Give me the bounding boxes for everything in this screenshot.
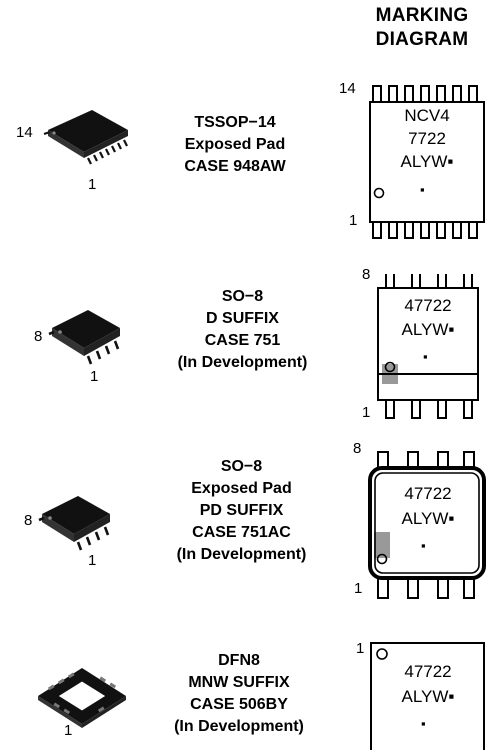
marking-text: 47722 ALYW▪ xyxy=(372,484,484,529)
marking-line: ALYW▪ xyxy=(400,152,454,171)
marking-dot: ▪ xyxy=(420,182,425,197)
package-line: PD SUFFIX xyxy=(199,502,284,519)
so8-exposed-pad-package-icon xyxy=(38,496,110,551)
marking-dot: ▪ xyxy=(421,716,426,731)
marking-dot: ▪ xyxy=(421,538,426,553)
marking-diagram-header: MARKING DIAGRAM xyxy=(355,4,489,52)
package-line: Exposed Pad xyxy=(184,136,286,153)
dfn8-package-icon xyxy=(38,668,126,728)
package-description: SO−8 D SUFFIX CASE 751 (In Development) xyxy=(150,286,335,374)
marking-line: NCV4 xyxy=(404,106,450,125)
marking-pin-label: 1 xyxy=(362,404,371,421)
dfn8-marking-outline xyxy=(370,642,485,750)
package-line: SO−8 xyxy=(221,288,264,305)
package-line: CASE 506BY xyxy=(190,696,288,713)
marking-pin-label: 1 xyxy=(354,580,363,597)
marking-line: 47722 xyxy=(404,662,452,681)
package-line: (In Development) xyxy=(176,546,307,563)
tssop14-marking-outline xyxy=(369,85,485,239)
package-line: (In Development) xyxy=(177,354,308,371)
marking-dot: ▪ xyxy=(423,349,428,364)
package-image-pin-label: 1 xyxy=(90,368,99,385)
marking-text: 47722 ALYW▪ xyxy=(372,662,484,707)
so8-package-icon xyxy=(48,310,120,365)
package-image-pin-label: 1 xyxy=(64,722,73,739)
package-image-pin-label: 14 xyxy=(16,124,33,141)
marking-line: 47722 xyxy=(404,296,452,315)
marking-line: 7722 xyxy=(408,129,446,148)
package-line: Exposed Pad xyxy=(191,480,292,497)
marking-pin-label: 1 xyxy=(349,212,358,229)
package-line: SO−8 xyxy=(220,458,263,475)
package-description: DFN8 MNW SUFFIX CASE 506BY (In Developme… xyxy=(144,650,334,738)
so8-marking-outline xyxy=(377,274,479,419)
header-line-2: DIAGRAM xyxy=(375,29,469,50)
marking-text: 47722 ALYW▪ xyxy=(378,296,478,340)
marking-pin-label: 1 xyxy=(356,640,365,657)
marking-pin-label: 8 xyxy=(362,266,371,283)
marking-text: NCV4 7722 ALYW▪ xyxy=(370,106,484,172)
package-line: TSSOP−14 xyxy=(194,114,276,131)
package-image-pin-label: 8 xyxy=(24,512,33,529)
marking-line: ALYW▪ xyxy=(401,320,455,339)
so8-exposed-pad-marking-outline xyxy=(368,451,486,599)
package-description: TSSOP−14 Exposed Pad CASE 948AW xyxy=(150,112,320,178)
package-line: D SUFFIX xyxy=(206,310,279,327)
package-line: (In Development) xyxy=(174,718,304,735)
package-description: SO−8 Exposed Pad PD SUFFIX CASE 751AC (I… xyxy=(144,456,339,566)
package-line: CASE 751 xyxy=(204,332,281,349)
marking-pin-label: 14 xyxy=(339,80,356,97)
package-line: CASE 948AW xyxy=(184,158,286,175)
package-image-pin-label: 1 xyxy=(88,176,97,193)
tssop14-package-icon xyxy=(43,110,128,165)
marking-line: ALYW▪ xyxy=(401,509,455,528)
marking-pin-label: 8 xyxy=(353,440,362,457)
header-line-1: MARKING xyxy=(375,5,469,26)
package-image-pin-label: 8 xyxy=(34,328,43,345)
package-line: CASE 751AC xyxy=(192,524,291,541)
package-image-pin-label: 1 xyxy=(88,552,97,569)
package-line: MNW SUFFIX xyxy=(188,674,290,691)
package-line: DFN8 xyxy=(218,652,260,669)
marking-line: ALYW▪ xyxy=(401,687,455,706)
marking-line: 47722 xyxy=(404,484,452,503)
